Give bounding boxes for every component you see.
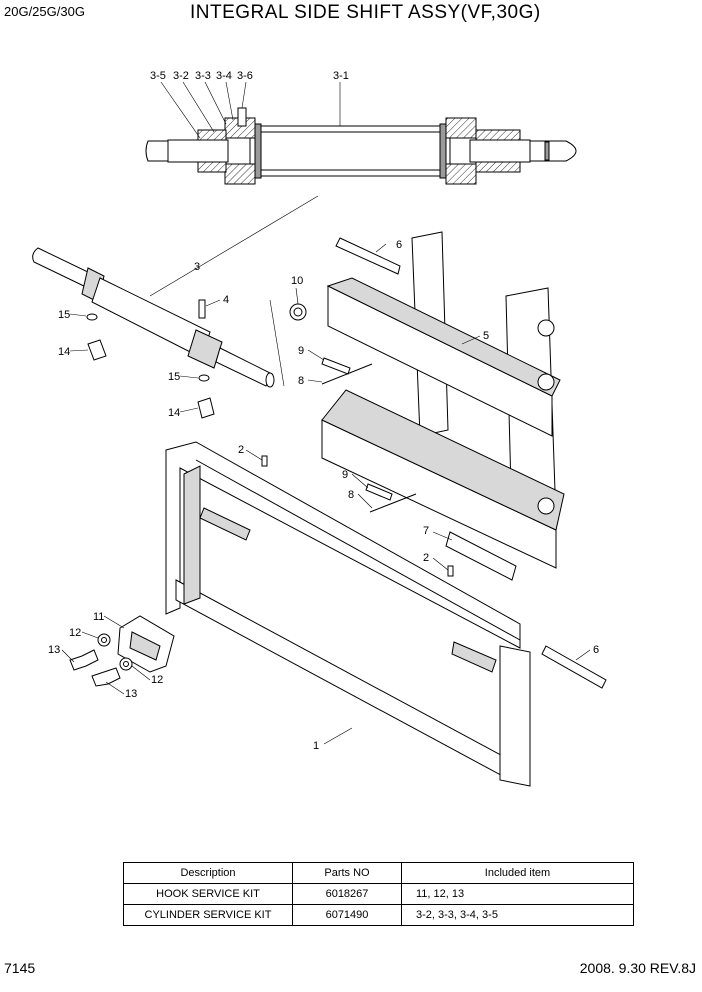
- page-number: 7145: [4, 960, 36, 976]
- kit-included: 3-2, 3-3, 3-4, 3-5: [401, 904, 634, 926]
- cylinder-section-view: [145, 81, 577, 185]
- callout-3-3: 3-3: [195, 70, 211, 82]
- kit-description: CYLINDER SERVICE KIT: [123, 904, 293, 926]
- callout-3-1: 3-1: [333, 70, 349, 82]
- col-parts-no: Parts NO: [292, 862, 402, 884]
- callout-3-5: 3-5: [150, 70, 166, 82]
- callout-13-lower: 13: [125, 688, 137, 700]
- callout-14-upper: 14: [58, 346, 70, 358]
- callout-11: 11: [93, 611, 104, 623]
- callout-8-lower: 8: [348, 489, 354, 501]
- small-parts: [261, 299, 454, 577]
- callout-3-2: 3-2: [173, 70, 189, 82]
- callout-12-upper: 12: [69, 627, 81, 639]
- callout-leaders: [61, 243, 591, 745]
- revision-date: 2008. 9.30 REV.8J: [579, 960, 696, 976]
- kit-description: HOOK SERVICE KIT: [123, 883, 293, 905]
- hook-assembly: [69, 615, 175, 687]
- callout-10: 10: [291, 275, 303, 287]
- callout-7: 7: [423, 525, 429, 537]
- exploded-parts-diagram: 3-5 3-2 3-3 3-4 3-6 3-1 3 6 10 4 15 14 9…: [32, 70, 607, 787]
- carriage-frame: [165, 441, 531, 787]
- kit-parts-no: 6018267: [292, 883, 402, 905]
- kit-included: 11, 12, 13: [401, 883, 634, 905]
- service-kit-table: Description Parts NO Included item HOOK …: [123, 862, 634, 926]
- page-title: INTEGRAL SIDE SHIFT ASSY(VF,30G): [190, 2, 541, 23]
- callout-13-upper: 13: [48, 644, 60, 656]
- table-row: CYLINDER SERVICE KIT 6071490 3-2, 3-3, 3…: [123, 904, 634, 926]
- wear-strips: [335, 237, 607, 689]
- side-shifter-plate: [321, 231, 565, 581]
- callout-6-lower: 6: [593, 644, 599, 656]
- callout-3: 3: [194, 261, 200, 273]
- callout-3-4: 3-4: [216, 70, 232, 82]
- callout-15-lower: 15: [168, 371, 180, 383]
- callout-2-lower: 2: [423, 552, 429, 564]
- callout-labels: 3-5 3-2 3-3 3-4 3-6 3-1 3 6 10 4 15 14 9…: [48, 70, 599, 752]
- kit-parts-no: 6071490: [292, 904, 402, 926]
- col-description: Description: [123, 862, 293, 884]
- cylinder-assembly: [32, 247, 275, 419]
- callout-9-lower: 9: [342, 469, 348, 481]
- callout-9-upper: 9: [298, 345, 304, 357]
- callout-2-upper: 2: [238, 444, 244, 456]
- callout-12-lower: 12: [151, 674, 163, 686]
- table-row: HOOK SERVICE KIT 6018267 11, 12, 13: [123, 883, 634, 905]
- callout-15-upper: 15: [58, 309, 70, 321]
- callout-8-upper: 8: [298, 375, 304, 387]
- model-code: 20G/25G/30G: [4, 4, 85, 19]
- callout-3-6: 3-6: [237, 70, 253, 82]
- callout-6-top: 6: [396, 239, 402, 251]
- table-header-row: Description Parts NO Included item: [123, 862, 634, 884]
- callout-1: 1: [313, 740, 319, 752]
- callout-5: 5: [483, 330, 489, 342]
- callout-4: 4: [223, 294, 229, 306]
- col-included-item: Included item: [401, 862, 634, 884]
- callout-14-lower: 14: [168, 407, 180, 419]
